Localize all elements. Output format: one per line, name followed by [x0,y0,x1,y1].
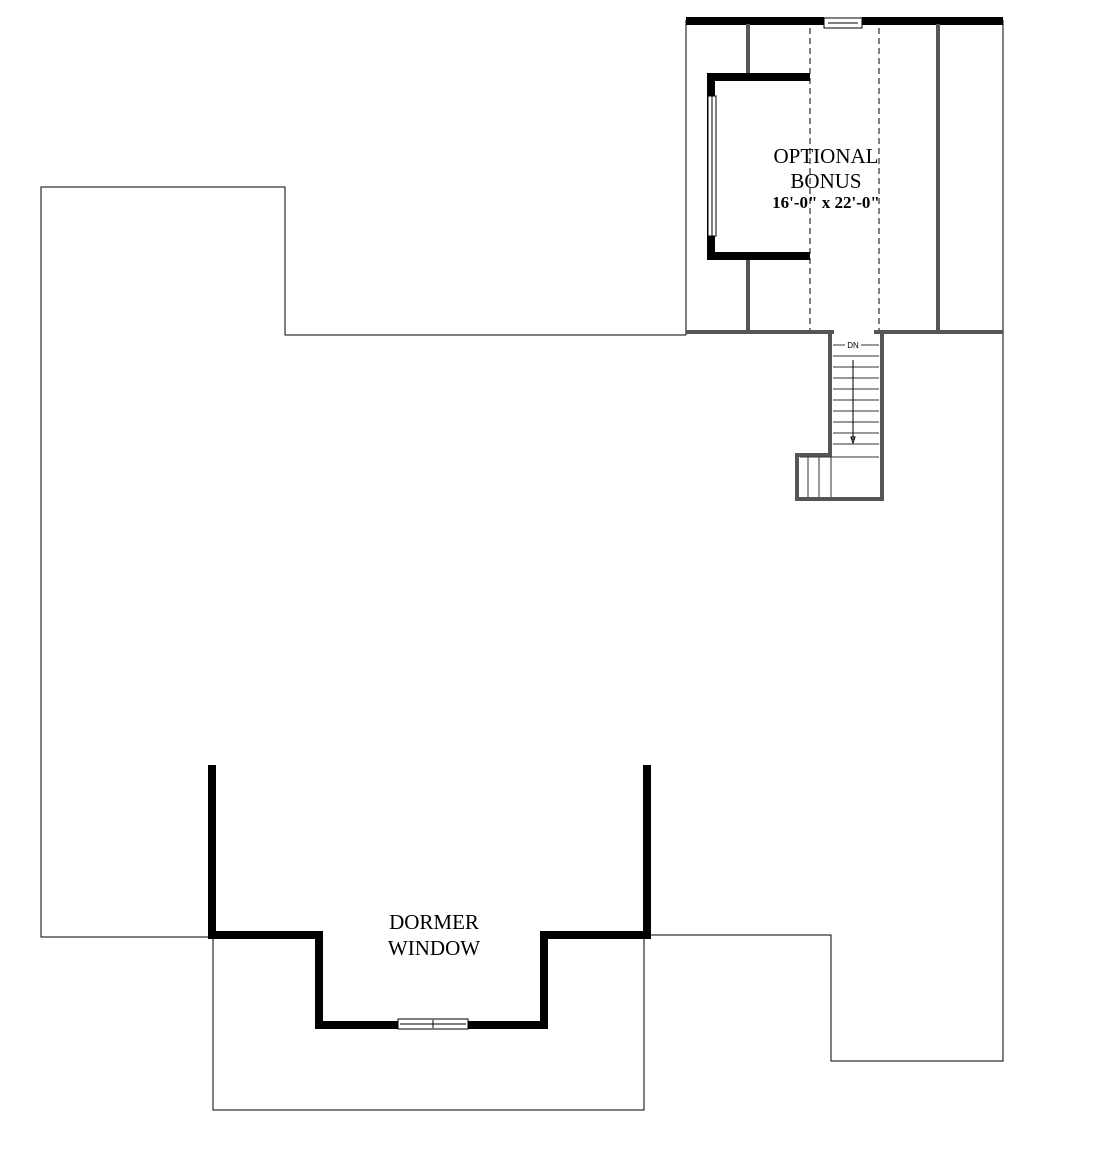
top-window [823,17,863,29]
dormer: DORMER WINDOW [208,765,651,1030]
bonus-room-dimensions: 16'-0" x 22'-0" [772,193,880,212]
side-window [707,95,717,237]
stair-treads [800,344,879,497]
dormer-window [397,1018,469,1030]
roof-outline [40,20,1004,1111]
staircase: DN [795,332,884,501]
bonus-room-name: OPTIONAL [774,144,879,168]
dormer-label: DORMER [389,910,479,934]
bonus-room: OPTIONAL BONUS 16'-0" x 22'-0" [686,17,1003,334]
stair-label: DN [847,341,859,350]
bonus-room-name-line2: BONUS [790,169,861,193]
dormer-label-line2: WINDOW [388,936,480,960]
